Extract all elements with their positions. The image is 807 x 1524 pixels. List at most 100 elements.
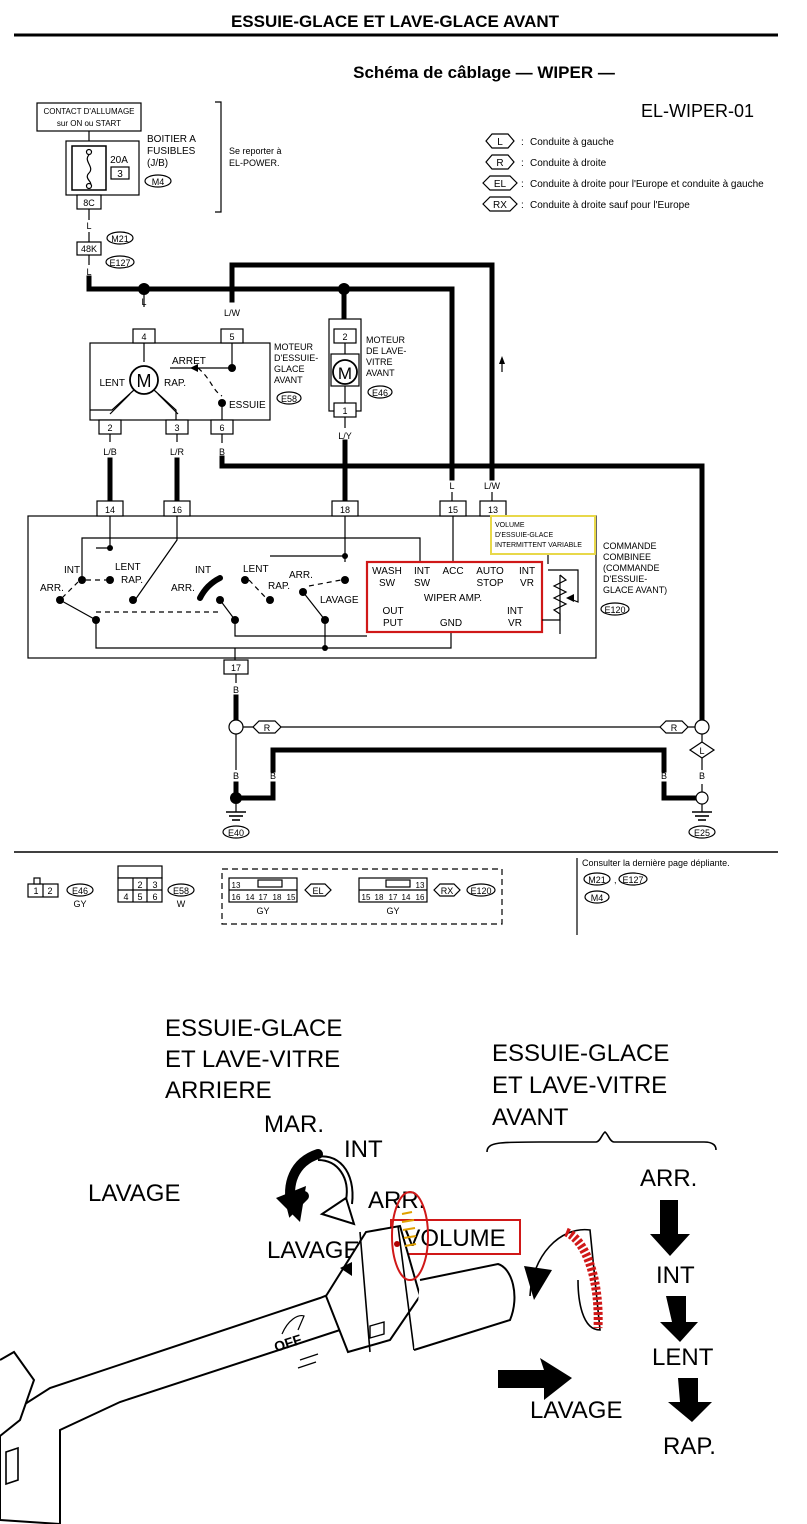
svg-text:GY: GY [386, 906, 399, 916]
svg-text:LAVAGE: LAVAGE [530, 1397, 622, 1424]
svg-text:13: 13 [488, 505, 498, 515]
svg-text:L/B: L/B [103, 447, 117, 457]
svg-text:MOTEUR: MOTEUR [366, 335, 405, 345]
svg-text:E25: E25 [694, 828, 710, 838]
svg-text:AVANT: AVANT [274, 375, 303, 385]
svg-text:VOLUME: VOLUME [495, 522, 525, 529]
connector-tag [144, 174, 172, 188]
legend-text: Conduite à gauche [530, 137, 614, 148]
svg-text:GY: GY [256, 906, 269, 916]
reference-bracket [215, 101, 222, 213]
svg-text:INT: INT [507, 606, 523, 617]
svg-text:B: B [233, 685, 239, 695]
svg-text:L: L [449, 481, 454, 491]
svg-text:E40: E40 [228, 828, 244, 838]
svg-text:FUSIBLES: FUSIBLES [147, 146, 196, 157]
svg-text:5: 5 [229, 332, 234, 342]
legend-key: RX [493, 200, 507, 211]
svg-text:LENT: LENT [243, 564, 269, 575]
svg-text:INT: INT [519, 566, 535, 577]
svg-text:BOITIER A: BOITIER A [147, 134, 196, 145]
svg-text:INT: INT [656, 1262, 695, 1289]
svg-text:LAVAGE: LAVAGE [320, 595, 359, 606]
svg-text:18: 18 [340, 505, 350, 515]
svg-text:2: 2 [342, 332, 347, 342]
svg-text::: : [521, 158, 524, 169]
motor-symbol [332, 359, 358, 385]
svg-text:ARRIERE: ARRIERE [165, 1077, 272, 1104]
svg-text:AVANT: AVANT [366, 368, 395, 378]
diagram-code: EL-WIPER-01 [641, 101, 754, 121]
volume-highlight [490, 515, 596, 555]
ground-symbol [226, 804, 246, 821]
svg-text:8C: 8C [83, 198, 95, 208]
svg-text:WASH: WASH [372, 566, 402, 577]
fuse-box: 20A 3 [65, 140, 140, 196]
svg-text:L/W: L/W [484, 481, 501, 491]
svg-text:R: R [671, 723, 678, 733]
svg-text:(COMMANDE: (COMMANDE [603, 563, 660, 573]
svg-text:Se reporter à: Se reporter à [229, 146, 282, 156]
reference-note: Consulter la dernière page dépliante. [582, 858, 730, 868]
page-title: ESSUIE-GLACE ET LAVE-GLACE AVANT [231, 12, 560, 31]
svg-text:ESSUIE: ESSUIE [229, 400, 266, 411]
svg-text:L: L [699, 746, 704, 756]
svg-text:ARR.: ARR. [289, 570, 313, 581]
svg-text:D'ESSUIE-: D'ESSUIE- [603, 574, 647, 584]
svg-text:GLACE AVANT): GLACE AVANT) [603, 585, 667, 595]
svg-text:COMMANDE: COMMANDE [603, 541, 657, 551]
svg-text:LAVAGE: LAVAGE [88, 1180, 180, 1207]
svg-text:16: 16 [416, 893, 425, 902]
svg-text:6: 6 [152, 892, 157, 902]
svg-text:B: B [270, 771, 276, 781]
svg-text:INT: INT [414, 566, 430, 577]
svg-text:E58: E58 [281, 394, 297, 404]
svg-text:17: 17 [259, 893, 268, 902]
legend: L : Conduite à gauche R : Conduite à dro… [482, 133, 764, 212]
svg-text:ESSUIE-GLACE: ESSUIE-GLACE [165, 1015, 342, 1042]
svg-text:B: B [699, 771, 705, 781]
svg-text:DE LAVE-: DE LAVE- [366, 346, 406, 356]
svg-text:15: 15 [287, 893, 296, 902]
diagram-subtitle: Schéma de câblage — WIPER — [353, 63, 615, 82]
svg-text:1: 1 [33, 886, 38, 896]
legend-key: EL [494, 179, 507, 190]
washer-motor: 2 M 1 [328, 318, 362, 418]
svg-text:1: 1 [342, 406, 347, 416]
svg-text:LENT: LENT [115, 562, 141, 573]
legend-key: L [497, 137, 503, 148]
svg-text:SW: SW [414, 578, 431, 589]
svg-text:M: M [338, 364, 352, 383]
svg-text:14: 14 [246, 893, 255, 902]
svg-text:VR: VR [508, 618, 522, 629]
svg-text:AVANT: AVANT [492, 1104, 569, 1131]
svg-text:EL: EL [312, 886, 323, 896]
ignition-switch: CONTACT D'ALLUMAGE sur ON ou START [36, 102, 142, 132]
svg-text:RAP.: RAP. [164, 378, 186, 389]
svg-text:E127: E127 [622, 875, 643, 885]
svg-text::: : [521, 179, 524, 190]
svg-text:RAP.: RAP. [121, 575, 143, 586]
connector-e58: 2 3 4 5 6 E58 W [117, 865, 195, 909]
svg-text:15: 15 [448, 505, 458, 515]
svg-text:VITRE: VITRE [366, 357, 393, 367]
svg-text:GY: GY [73, 899, 86, 909]
connector-e120-rx: 13 15 18 17 14 16 GY RX E120 [358, 877, 496, 916]
svg-text:AUTO: AUTO [476, 566, 504, 577]
front-wiper-motor: 4 5 M LENT RAP. ARRET ESSUIE [89, 328, 271, 421]
legend-text: Conduite à droite pour l'Europe et condu… [530, 179, 764, 190]
wire-ground-r [219, 455, 705, 723]
wiper-amp-highlight [365, 560, 544, 634]
svg-text:17: 17 [231, 663, 241, 673]
svg-text:RAP.: RAP. [663, 1433, 716, 1460]
legend-text: Conduite à droite [530, 158, 607, 169]
stalk-illustration: ESSUIE-GLACE ET LAVE-VITRE ARRIERE MAR. … [0, 1015, 717, 1524]
svg-text:M: M [137, 371, 152, 391]
svg-text:LENT: LENT [652, 1344, 714, 1371]
svg-text:ET LAVE-VITRE: ET LAVE-VITRE [492, 1072, 667, 1099]
svg-text:2: 2 [137, 880, 142, 890]
svg-text:4: 4 [141, 332, 146, 342]
svg-text:INT: INT [64, 565, 80, 576]
svg-text:PUT: PUT [383, 618, 403, 629]
